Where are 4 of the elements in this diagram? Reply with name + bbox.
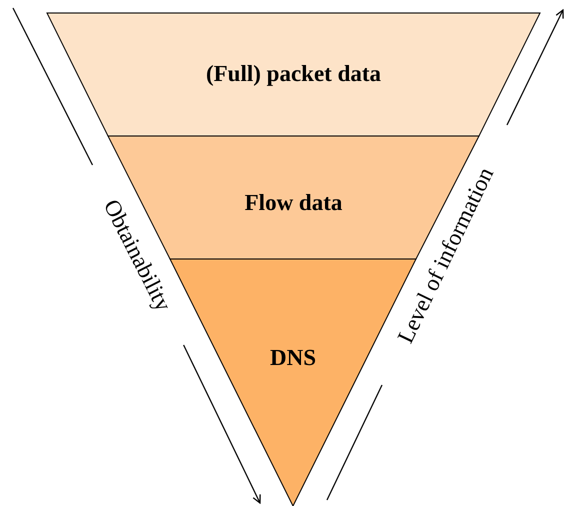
band-label: Flow data — [244, 189, 342, 217]
band-label: DNS — [270, 344, 316, 372]
band-label: (Full) packet data — [206, 60, 382, 88]
funnel-band — [47, 13, 540, 136]
